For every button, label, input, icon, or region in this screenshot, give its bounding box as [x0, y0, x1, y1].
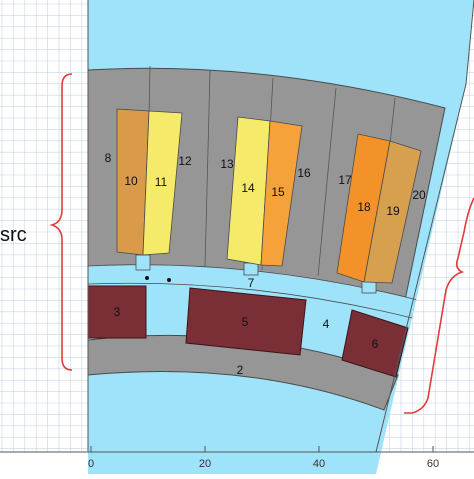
slot-opening — [243, 262, 259, 276]
region-label-11: 11 — [155, 175, 168, 189]
slot-divider — [317, 87, 337, 277]
air-gap-marker — [167, 278, 171, 282]
x-tick-label: 40 — [313, 458, 325, 470]
region-label-16: 16 — [297, 166, 311, 180]
region-label-8: 8 — [105, 151, 112, 165]
x-tick-label: 60 — [427, 458, 439, 470]
region-label-17: 17 — [338, 173, 352, 187]
region-label-7: 7 — [248, 276, 255, 290]
air-gap-7 — [88, 264, 419, 319]
region-label-3: 3 — [114, 305, 121, 319]
region-label-15: 15 — [271, 185, 285, 199]
x-tick-label: 20 — [199, 458, 211, 470]
region-label-13: 13 — [220, 157, 234, 171]
region-label-14: 14 — [241, 181, 255, 195]
region-label-18: 18 — [357, 200, 371, 214]
source-bracket — [49, 73, 73, 371]
coil-11 — [142, 110, 183, 256]
right-bracket — [404, 197, 474, 414]
coil-19 — [363, 140, 422, 284]
slot-opening — [135, 254, 151, 271]
region-label-20: 20 — [412, 188, 426, 202]
slot-opening — [361, 280, 377, 294]
magnet-6 — [341, 309, 409, 378]
magnet-3 — [88, 285, 147, 339]
region-label-6: 6 — [372, 337, 379, 351]
region-label-12: 12 — [178, 154, 192, 168]
x-axis: 0 20 40 60 — [0, 446, 474, 470]
coil-15 — [260, 120, 303, 267]
region-label-4: 4 — [323, 317, 330, 331]
region-label-5: 5 — [242, 315, 249, 329]
magnet-5 — [185, 287, 307, 356]
air-gap-marker — [145, 276, 149, 280]
region-label-10: 10 — [124, 174, 138, 188]
region-label-2: 2 — [237, 363, 244, 377]
x-tick-label: 0 — [88, 458, 94, 470]
region-label-19: 19 — [386, 204, 400, 218]
source-label: src — [0, 224, 27, 246]
domain-boundary — [375, 0, 474, 453]
slot-divider — [204, 69, 211, 269]
